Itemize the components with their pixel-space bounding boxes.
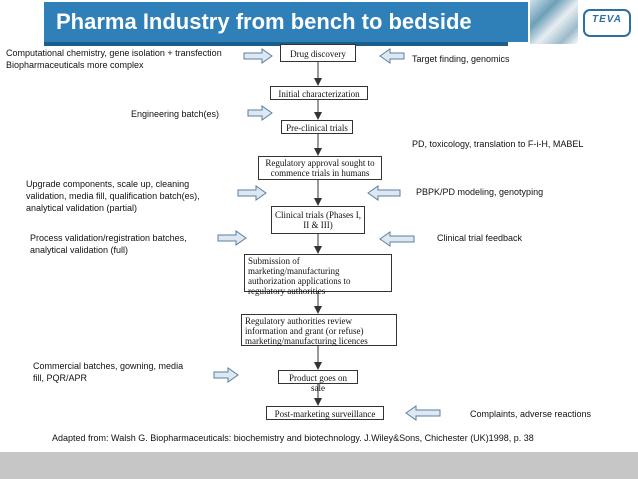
right-block-arrow-1 [379,48,405,64]
source-citation: Adapted from: Walsh G. Biopharmaceutical… [52,433,534,443]
teva-logo [583,9,631,37]
note-process-validation: Process validation/registration batches,… [30,233,187,255]
note-upgrade-components: Upgrade components, scale up, cleaning v… [26,179,200,213]
note-complaints: Complaints, adverse reactions [470,409,592,419]
left-block-arrow-1 [243,48,273,64]
box-initial-characterization: Initial characterization [270,86,368,100]
title-underline [44,42,508,46]
right-block-arrow-3 [379,231,415,247]
right-block-arrow-2 [367,185,401,201]
note-engineering-batches: Engineering batch(es) [131,109,220,119]
box-clinical-trials: Clinical trials (Phases I, II & III) [271,206,365,234]
note-computational-chemistry: Computational chemistry, gene isolation … [6,48,222,70]
note-pd-toxicology: PD, toxicology, translation to F-i-H, MA… [412,139,584,149]
left-block-arrow-5 [213,367,239,383]
box-pre-clinical-trials: Pre-clinical trials [281,120,353,134]
box-submission: Submission of marketing/manufacturing au… [244,254,392,296]
footer-bar [0,452,638,479]
note-pbpk-modeling: PBPK/PD modeling, genotyping [416,187,544,197]
title-banner [44,2,528,42]
teva-logo-text: TEVA [592,14,622,25]
box-drug-discovery: Drug discovery [280,44,356,62]
left-block-arrow-4 [217,230,247,246]
note-target-finding: Target finding, genomics [412,54,510,64]
right-block-arrow-4 [405,405,441,421]
lab-photo-image [530,0,578,44]
box-regulatory-approval: Regulatory approval sought to commence t… [258,156,382,180]
box-post-marketing: Post-marketing surveillance [266,406,384,420]
note-clinical-feedback: Clinical trial feedback [437,233,523,243]
box-regulatory-review: Regulatory authorities review informatio… [241,314,397,346]
left-block-arrow-3 [237,185,267,201]
left-block-arrow-2 [247,105,273,121]
note-commercial-batches: Commercial batches, gowning, media fill,… [33,361,184,383]
box-product-on-sale: Product goes on sale [278,370,358,393]
page-title: Pharma Industry from bench to bedside [56,9,472,34]
